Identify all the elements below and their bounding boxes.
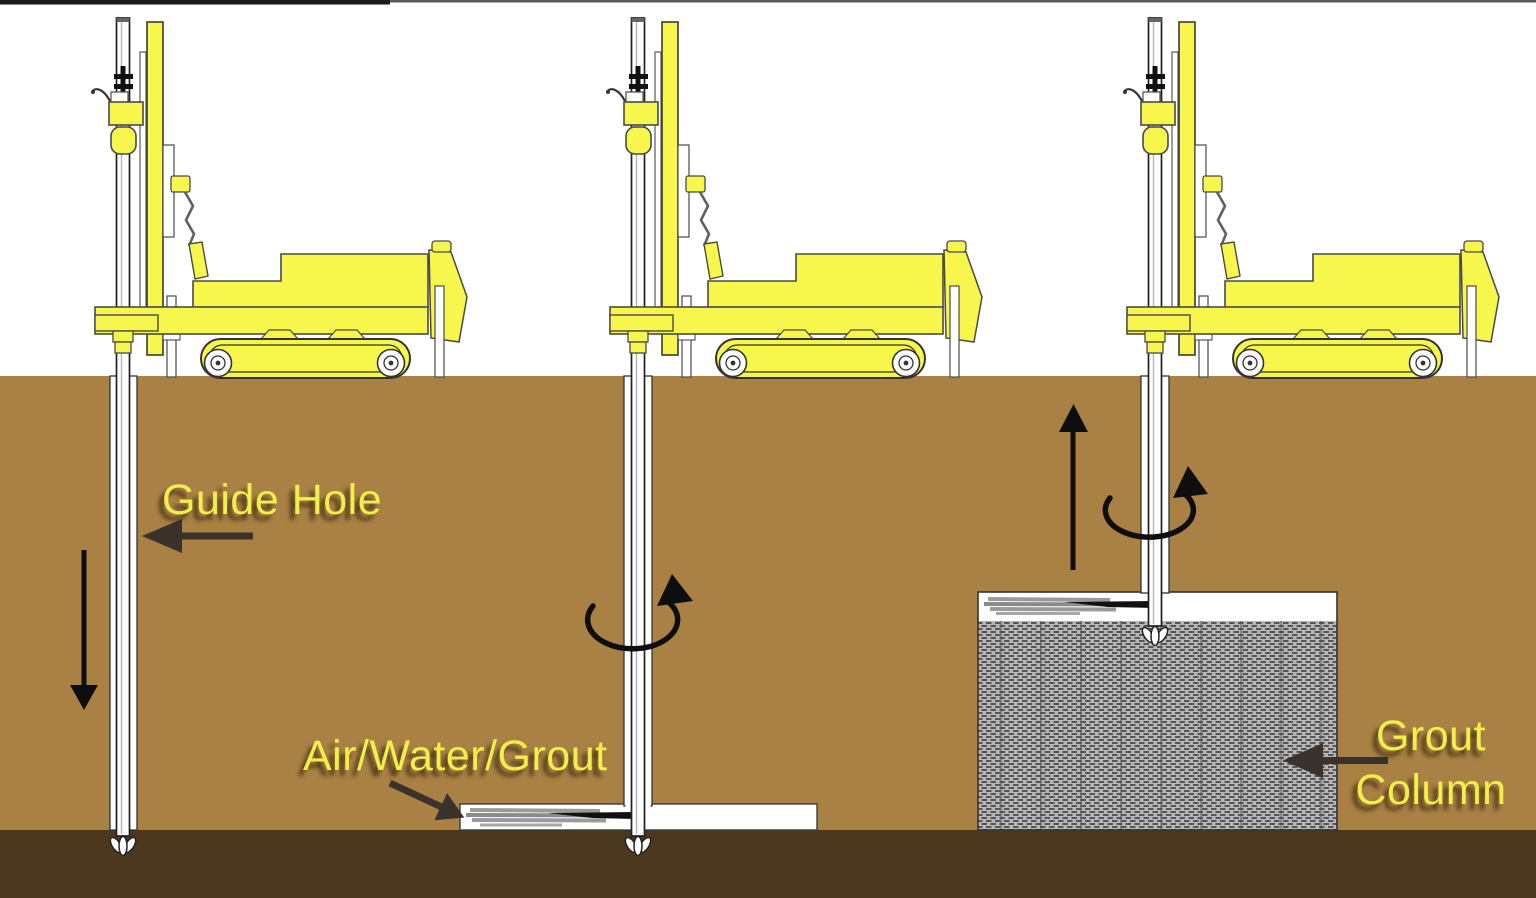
rotation-arrow-icon xyxy=(584,574,693,652)
jet-spray xyxy=(465,808,638,827)
grout-column-label: Grout Column xyxy=(1346,710,1516,818)
up-arrow-icon xyxy=(1059,404,1088,570)
guide-hole-label: Guide Hole xyxy=(162,476,383,524)
air-water-grout-arrow-icon xyxy=(388,779,465,821)
guide-hole-arrow-icon xyxy=(142,519,253,553)
drill-rod xyxy=(630,17,646,837)
scene-grout-column xyxy=(977,17,1501,831)
air-water-grout-label: Air/Water/Grout xyxy=(303,732,608,780)
grout-column-arrow-icon xyxy=(1283,743,1388,778)
soil-lower-layer xyxy=(0,830,1536,898)
scene-drill-guide-hole xyxy=(70,17,469,857)
grout-column-label-line2: Column xyxy=(1355,765,1507,814)
top-border-segment xyxy=(0,0,390,5)
scene-jetting xyxy=(388,17,984,857)
jet-spray xyxy=(983,597,1154,615)
grout-column-label-line1: Grout xyxy=(1375,712,1487,760)
top-border xyxy=(0,0,1536,3)
rotation-arrow-icon xyxy=(1102,466,1208,540)
down-arrow-icon xyxy=(70,550,98,710)
